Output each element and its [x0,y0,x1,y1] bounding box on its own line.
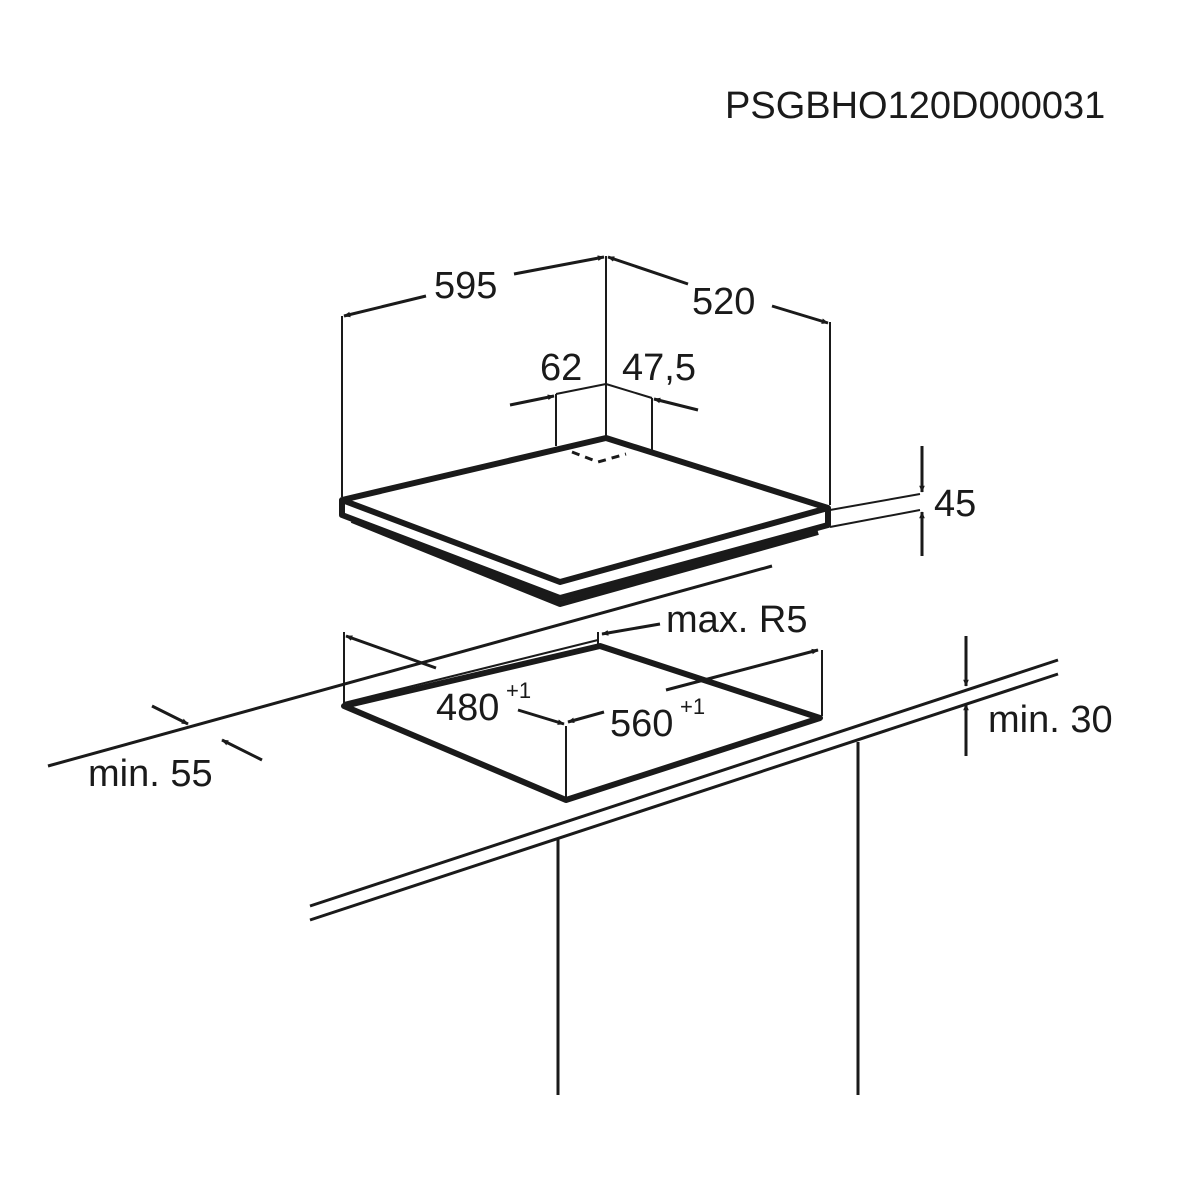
dim-corner-radius-label: max. R5 [666,599,807,641]
hob-appliance [339,435,831,607]
dim-depth-520: 520 [607,255,829,325]
dim-width-label: 595 [434,265,497,307]
gas-inlet-marker [571,450,627,464]
dim-width-595: 595 [343,255,605,318]
dim-worktop-thickness-label: min. 30 [988,699,1113,741]
dim-cutout-width: 560 +1 [567,648,819,745]
hob-extension-lines [341,256,831,505]
dim-corner-radius: max. R5 [601,599,807,641]
dim-cutout-depth: 480 +1 [345,634,565,729]
worktop [47,564,1059,1095]
dim-depth-label: 520 [692,281,755,323]
dim-worktop-thickness: min. 30 [963,636,1113,756]
dim-offset-left-label: 62 [540,347,582,389]
worktop-cutout [341,632,823,803]
dim-height-45: 45 [829,446,976,556]
dim-offsets: 62 47,5 [509,347,699,412]
hob-top-outline [339,435,831,585]
dim-offset-right-label: 47,5 [622,347,696,389]
dim-height-label: 45 [934,483,976,525]
dim-front-clearance: min. 55 [88,704,263,795]
cutout-outline [341,643,823,803]
dim-cutout-depth-label: 480 [436,687,499,729]
product-code: PSGBHO120D000031 [725,85,1105,127]
dim-front-clearance-label: min. 55 [88,753,213,795]
dim-cutout-width-tol: +1 [680,694,705,719]
dim-cutout-width-label: 560 [610,703,673,745]
hob-base-edge [350,517,819,607]
dim-cutout-depth-tol: +1 [506,678,531,703]
hob-side-front [339,500,831,601]
